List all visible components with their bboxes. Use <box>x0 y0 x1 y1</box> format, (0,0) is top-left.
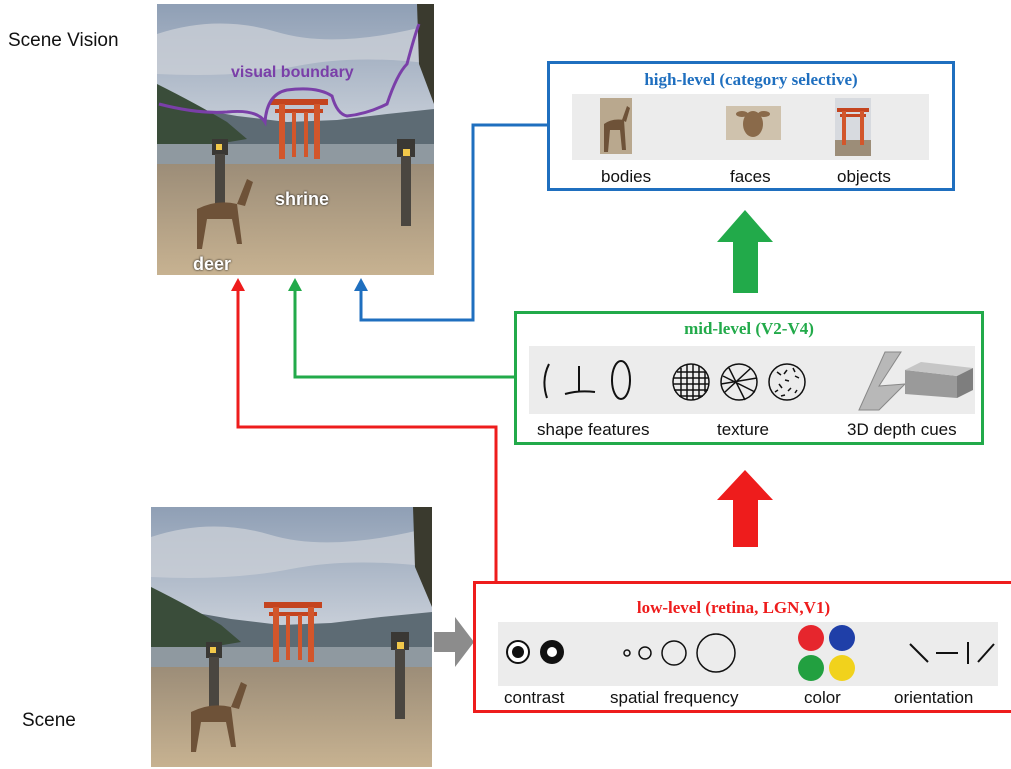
deer-label: deer <box>193 254 232 274</box>
shape-features-icon <box>543 360 631 400</box>
mid-level-connector <box>293 290 514 379</box>
scene-photo <box>151 507 432 767</box>
spatial-frequency-caption: spatial frequency <box>610 688 739 707</box>
scene-to-low-arrow <box>434 617 474 667</box>
color-caption: color <box>804 688 841 707</box>
low-level-title: low-level (retina, LGN,V1) <box>636 598 831 617</box>
low-level-arrowhead <box>231 278 245 291</box>
texture-caption: texture <box>717 420 769 439</box>
objects-caption: objects <box>837 167 891 186</box>
texture-icon <box>672 363 806 401</box>
objects-thumbnail <box>835 98 871 156</box>
low-to-mid-arrow <box>717 470 773 547</box>
low-level-box: low-level (retina, LGN,V1) <box>473 581 1011 713</box>
contrast-icon <box>506 640 564 664</box>
low-level-strip <box>498 622 998 686</box>
faces-caption: faces <box>730 167 771 186</box>
scene-label: Scene <box>22 710 76 731</box>
bodies-caption: bodies <box>601 167 652 186</box>
high-level-title: high-level (category selective) <box>644 70 858 89</box>
mid-level-box: mid-level (V2-V4) shape <box>514 311 984 445</box>
depth-cues-icon <box>858 351 973 411</box>
faces-thumbnail <box>726 106 781 140</box>
high-level-arrowhead <box>354 278 368 291</box>
orientation-caption: orientation <box>894 688 974 707</box>
scene-vision-photo: visual boundary shrine deer <box>157 4 434 275</box>
shrine-label: shrine <box>275 189 330 209</box>
mid-level-strip <box>529 346 975 414</box>
visual-boundary-label: visual boundary <box>231 64 354 81</box>
color-icon <box>798 625 855 681</box>
depth-cues-caption: 3D depth cues <box>847 420 957 439</box>
visual-boundary-line <box>158 23 421 127</box>
mid-level-title: mid-level (V2-V4) <box>684 319 814 338</box>
high-level-box: high-level (category selective) <box>547 61 955 191</box>
mid-to-high-arrow <box>717 210 773 293</box>
mid-level-arrowhead <box>288 278 302 291</box>
bodies-thumbnail <box>600 98 632 154</box>
contrast-caption: contrast <box>504 688 565 707</box>
scene-vision-label: Scene Vision <box>8 30 119 51</box>
orientation-icon <box>909 642 995 664</box>
spatial-frequency-icon <box>623 633 736 673</box>
shape-features-caption: shape features <box>537 420 650 439</box>
high-level-strip <box>572 94 929 160</box>
